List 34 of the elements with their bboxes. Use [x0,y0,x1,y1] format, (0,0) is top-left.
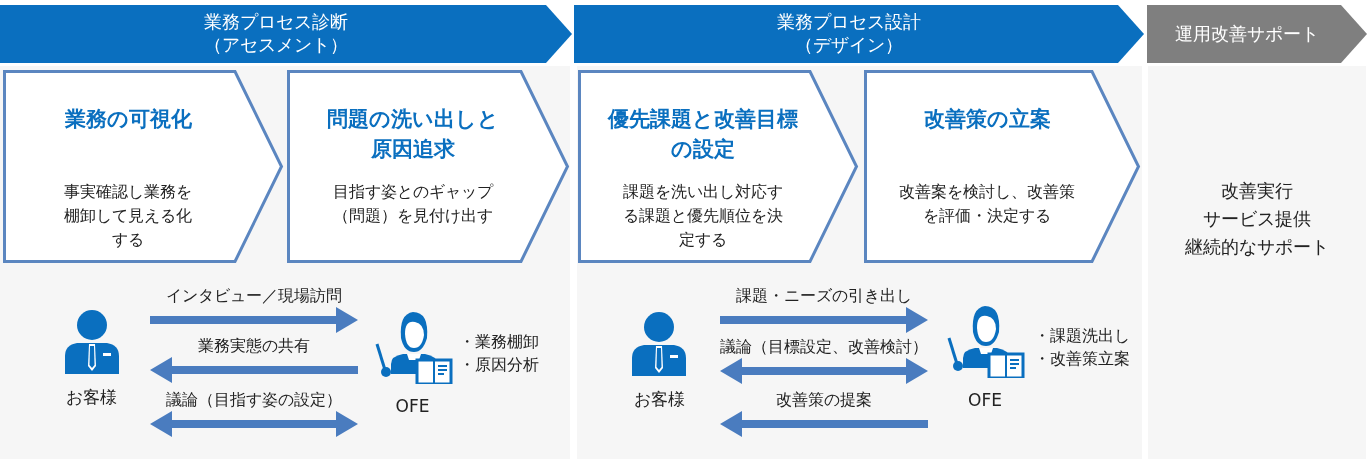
step-description: 目指す姿とのギャップ（問題）を見付け出す [332,181,495,227]
phase-banner [0,5,572,63]
step-description: 課題を洗い出し対応する課題と優先順位を決定する [622,181,784,251]
panel-background [0,66,570,459]
step-heading: 業務の可視化 [63,106,193,133]
phase-banner [1147,5,1367,63]
phase-title: 運用改善サポート [1174,23,1320,45]
step-description: 改善案を検討し、改善策を評価・決定する [898,181,1076,227]
role-label: お客様 [65,386,118,409]
chevron-step [864,70,1140,263]
phase-subtitle: （デザイン） [794,34,904,56]
role-label: OFE [394,396,431,416]
step-heading: 優先課題と改善目標の設定 [606,106,799,163]
phase-title: 業務プロセス診断 [203,11,349,33]
role-label: お客様 [632,388,686,411]
role-label: OFE [967,390,1003,410]
support-item: 改善実行 [1220,179,1294,203]
arrow [150,411,358,437]
arrow [720,358,928,384]
panel-background [577,66,1142,459]
chevron-step [578,70,858,263]
support-item: サービス提供 [1202,207,1312,231]
task-list: ・課題洗出し ・改善策立案 [1034,324,1130,370]
phase-title: 業務プロセス設計 [776,11,922,33]
chevron-step [3,70,283,263]
step-description: 事実確認し業務を棚卸して見える化する [63,181,193,251]
support-item: 継続的なサポート [1184,235,1330,259]
phase-banner [574,5,1144,63]
chevron-step [287,70,569,263]
step-heading: 問題の洗い出しと原因追求 [326,106,500,163]
task-list: ・業務棚卸 ・原因分析 [459,330,539,376]
step-heading: 改善策の立案 [922,106,1052,133]
edge-label: 業務実態の共有 [195,336,313,357]
phase-subtitle: （アセスメント） [203,34,349,56]
